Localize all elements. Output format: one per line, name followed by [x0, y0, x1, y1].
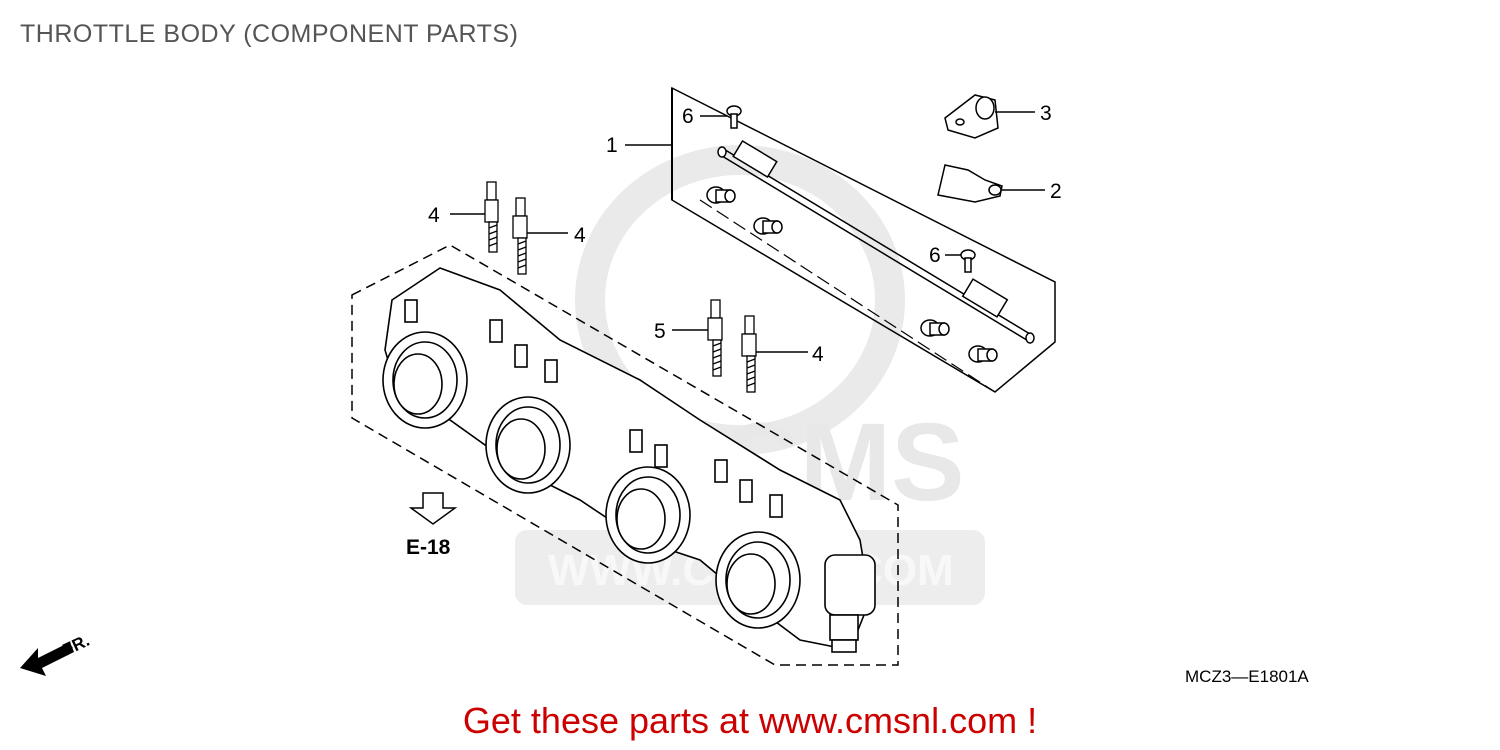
- throttle-body-assembly: [382, 267, 876, 653]
- adjust-screw-4a: [484, 181, 499, 253]
- callout-4b: 4: [574, 224, 586, 247]
- callout-1: 1: [606, 134, 618, 157]
- link-rod: [717, 139, 1035, 344]
- adjust-screw-5: [707, 299, 723, 377]
- callout-6a: 6: [682, 105, 694, 128]
- bracket-3: [944, 94, 999, 139]
- adjust-screw-4b: [512, 197, 528, 275]
- bracket-2: [937, 164, 1003, 203]
- callout-6b: 6: [929, 244, 941, 267]
- leader-lines: [450, 111, 1045, 353]
- callout-4c: 4: [812, 343, 824, 366]
- throttle-body-dashed-frame: [351, 244, 899, 666]
- section-ref-label: E-18: [406, 536, 451, 559]
- promo-link-text[interactable]: Get these parts at www.cmsnl.com !: [462, 700, 1038, 741]
- screw-6a: [726, 105, 742, 129]
- diagram-ref-code: MCZ3—E1801A: [1185, 667, 1309, 686]
- adjust-screw-4c: [741, 315, 757, 393]
- callout-5: 5: [654, 320, 666, 343]
- page-title: THROTTLE BODY (COMPONENT PARTS): [20, 20, 519, 48]
- screw-6b: [960, 249, 976, 273]
- callout-2: 2: [1050, 180, 1062, 203]
- front-direction-arrow: [20, 642, 74, 676]
- collars: [706, 186, 998, 363]
- callout-4a: 4: [428, 204, 440, 227]
- callout-3: 3: [1040, 102, 1052, 125]
- section-ref-arrow: [408, 492, 458, 525]
- parts-diagram: CMS WWW.CMSNL.COM: [20, 86, 1309, 686]
